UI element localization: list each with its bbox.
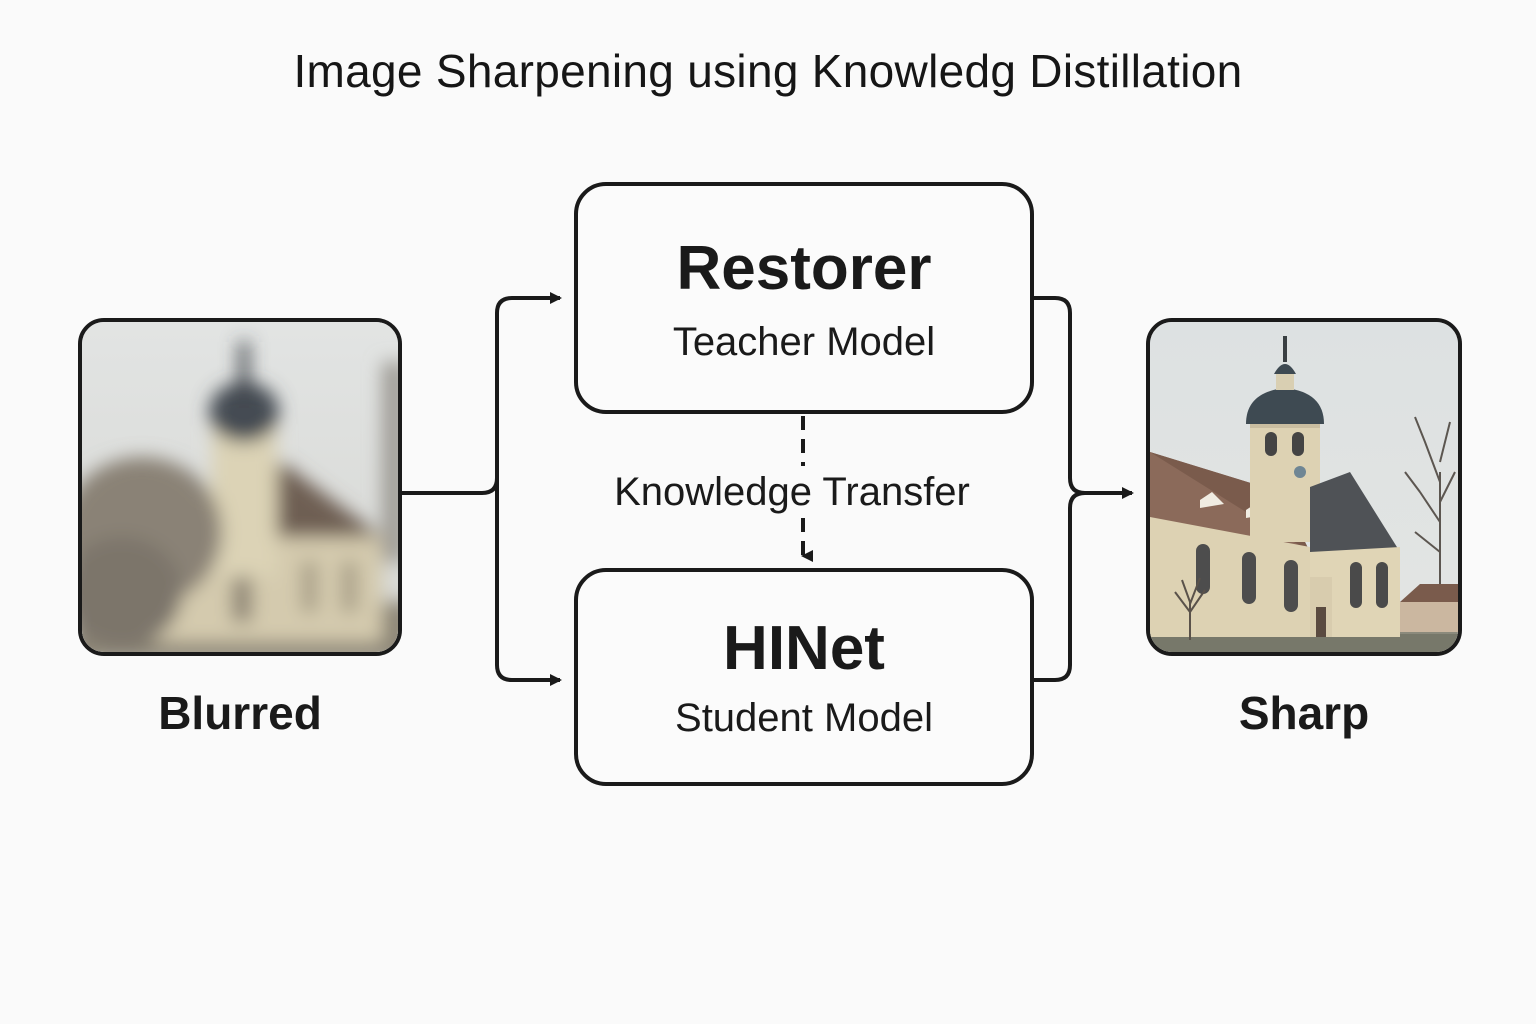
- sharp-label: Sharp: [1238, 687, 1370, 739]
- student-output-connector: [1034, 491, 1086, 682]
- blurred-church-picture: [82, 322, 398, 652]
- teacher-model-role: Teacher Model: [672, 320, 936, 364]
- blurred-label: Blurred: [158, 687, 322, 739]
- student-model-name: HINet: [723, 614, 885, 683]
- teacher-model-name: Restorer: [676, 234, 932, 303]
- student-model-box: HINet Student Model: [574, 568, 1034, 786]
- sharp-church-picture: [1150, 322, 1458, 652]
- teacher-output-connector: [1034, 296, 1134, 499]
- input-connector: [400, 292, 562, 495]
- knowledge-transfer-label: Knowledge Transfer: [592, 470, 992, 515]
- student-model-role: Student Model: [675, 696, 933, 740]
- teacher-model-box: Restorer Teacher Model: [574, 182, 1034, 414]
- diagram-title: Image Sharpening using Knowledg Distilla…: [293, 45, 1243, 97]
- sharp-image: [1146, 318, 1462, 656]
- blurred-image: [78, 318, 402, 656]
- input-to-student-connector: [495, 478, 562, 686]
